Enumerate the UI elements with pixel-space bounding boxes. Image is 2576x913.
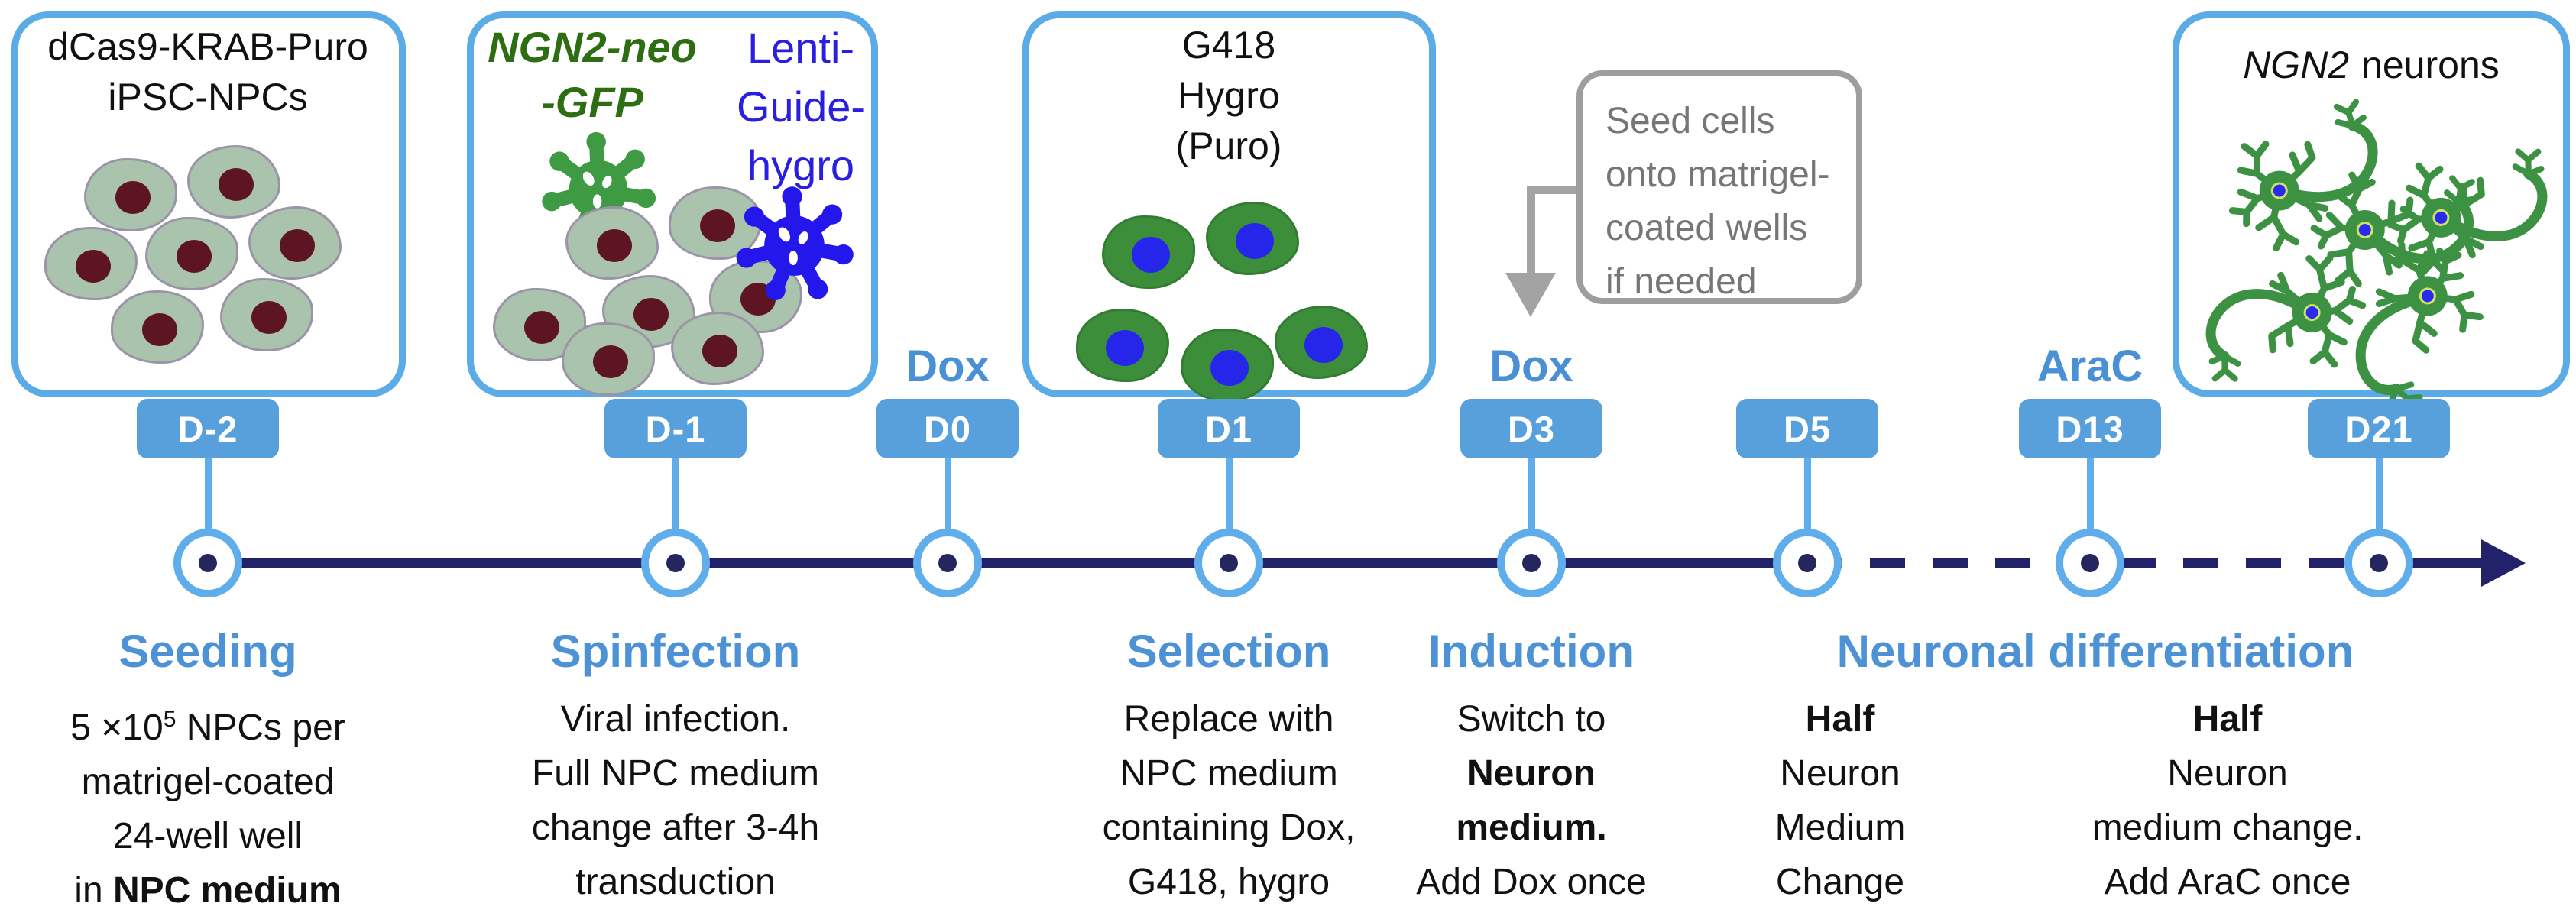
timeline-axis-solid bbox=[208, 558, 1807, 568]
cell-nucleus bbox=[251, 300, 287, 334]
timeline-node-dot bbox=[666, 554, 685, 572]
seed-cells-note: Seed cells onto matrigel- coated wells i… bbox=[1576, 70, 1862, 304]
npc-cell-icon bbox=[562, 322, 655, 396]
phase-label-selection: Selection bbox=[1126, 626, 1331, 677]
lentivirus-blue-icon bbox=[727, 179, 861, 312]
timeline-node-dot bbox=[199, 554, 217, 572]
tab-connector bbox=[945, 457, 951, 530]
cell-nucleus bbox=[700, 209, 735, 242]
npc-cell-icon bbox=[145, 217, 238, 290]
npc-cell-icon bbox=[84, 158, 177, 231]
cell-nucleus bbox=[142, 312, 177, 346]
timeline-node-dot bbox=[1220, 554, 1238, 572]
timeline-node-dot bbox=[2081, 554, 2099, 572]
tab-connector bbox=[2376, 457, 2383, 530]
panel-npc-title-line1: dCas9-KRAB-Puro bbox=[47, 25, 368, 68]
timeline-node-dot bbox=[938, 554, 957, 572]
selected-cell-icon bbox=[1206, 202, 1299, 275]
timeline-node-d21 bbox=[2344, 529, 2413, 597]
npc-cell-icon bbox=[44, 227, 138, 300]
cell-nucleus bbox=[115, 180, 151, 214]
npc-cell-icon bbox=[187, 145, 280, 219]
cell-nucleus bbox=[1132, 236, 1170, 273]
npc-cell-icon bbox=[220, 278, 313, 351]
day-tab-d0: D0 bbox=[876, 399, 1019, 458]
tab-connector bbox=[205, 457, 212, 530]
ngn2-neo-gfp-label: NGN2-neo -GFP bbox=[488, 23, 697, 126]
note-arrow bbox=[1527, 186, 1535, 274]
drug-label-dox: Dox bbox=[1489, 342, 1573, 391]
timeline-node-d-1 bbox=[641, 529, 710, 597]
timeline-arrowhead-icon bbox=[2481, 539, 2526, 587]
timeline-node-d5 bbox=[1773, 529, 1842, 597]
day-tab-d1: D1 bbox=[1158, 399, 1300, 458]
note-arrow bbox=[1527, 186, 1577, 194]
timeline-node-d1 bbox=[1194, 529, 1263, 597]
selected-cell-icon bbox=[1102, 215, 1195, 289]
cell-nucleus bbox=[702, 334, 737, 367]
cell-nucleus bbox=[177, 239, 212, 273]
panel-npc-title: dCas9-KRAB-Puro iPSC-NPCs bbox=[47, 21, 368, 122]
cell-nucleus bbox=[633, 297, 669, 331]
cell-nucleus bbox=[1236, 222, 1274, 259]
panel-selection-title: G418 Hygro (Puro) bbox=[1175, 24, 1282, 167]
day-tab-d21: D21 bbox=[2308, 399, 2450, 458]
phase-label-induction: Induction bbox=[1428, 626, 1635, 677]
tab-connector bbox=[1528, 457, 1535, 530]
cell-nucleus bbox=[1106, 329, 1144, 366]
cell-nucleus bbox=[219, 167, 254, 201]
cell-nucleus bbox=[593, 345, 628, 378]
tab-connector bbox=[1226, 457, 1233, 530]
phase-label-seeding: Seeding bbox=[118, 626, 297, 677]
note-arrowhead-icon bbox=[1505, 273, 1556, 317]
timeline-node-dot bbox=[1522, 554, 1541, 572]
cell-nucleus bbox=[280, 228, 315, 262]
selected-cell-icon bbox=[1181, 329, 1274, 402]
npc-cell-icon bbox=[671, 312, 764, 385]
npc-cell-icon bbox=[111, 290, 204, 364]
cell-nucleus bbox=[597, 228, 632, 262]
cell-nucleus bbox=[1304, 326, 1343, 363]
npc-cell-icon bbox=[248, 206, 342, 280]
day-tab-d5: D5 bbox=[1736, 399, 1878, 458]
cell-nucleus bbox=[524, 310, 559, 344]
day-tab-d13: D13 bbox=[2019, 399, 2161, 458]
timeline-node-d-2 bbox=[173, 529, 242, 597]
day-tab-d-2: D-2 bbox=[137, 399, 279, 458]
tab-connector bbox=[672, 457, 679, 530]
timeline-node-dot bbox=[2370, 554, 2388, 572]
lenti-guide-hygro-label: Lenti- Guide- hygro bbox=[736, 24, 866, 189]
selected-cell-icon bbox=[1076, 309, 1169, 382]
day-tab-d3: D3 bbox=[1460, 399, 1602, 458]
phase-label-spinfection: Spinfection bbox=[550, 626, 801, 677]
timeline-node-d0 bbox=[913, 529, 982, 597]
cell-nucleus bbox=[76, 249, 111, 283]
day-tab-d-1: D-1 bbox=[604, 399, 747, 458]
cell-nucleus bbox=[1210, 349, 1249, 386]
drug-label-dox: Dox bbox=[906, 342, 990, 391]
selected-cell-icon bbox=[1275, 306, 1368, 379]
timeline-node-dot bbox=[1798, 554, 1816, 572]
panel-npc-title-line2: iPSC-NPCs bbox=[108, 76, 308, 118]
phase-label-neuronal-differentiation: Neuronal differentiation bbox=[1836, 626, 2354, 677]
tab-connector bbox=[1804, 457, 1811, 530]
tab-connector bbox=[2087, 457, 2094, 530]
npc-cell-icon bbox=[565, 206, 659, 280]
timeline-node-d13 bbox=[2056, 529, 2124, 597]
drug-label-arac: AraC bbox=[2036, 342, 2143, 391]
timeline-node-d3 bbox=[1497, 529, 1566, 597]
